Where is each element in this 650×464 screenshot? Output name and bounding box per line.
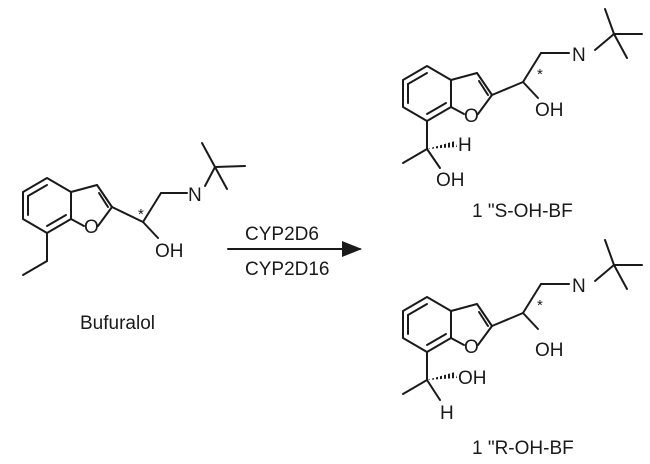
amine-nitrogen-label: N xyxy=(572,45,586,66)
stereo-wedge-h xyxy=(427,141,457,149)
furan-oxygen-label: O xyxy=(84,217,99,238)
product-r-structure: O OH N OH H * xyxy=(402,239,643,424)
bufuralol-structure: O OH N * xyxy=(22,142,246,276)
benzylic-hydroxyl-label: OH xyxy=(436,170,465,191)
stereocenter-mark: * xyxy=(537,66,543,83)
benzylic-h-label: H xyxy=(440,403,454,424)
hydroxyl-label: OH xyxy=(535,340,564,361)
reactant-name: Bufuralol xyxy=(80,313,155,334)
furan-oxygen-label: O xyxy=(464,106,479,127)
hydroxyl-label: OH xyxy=(155,241,184,262)
benzylic-h-label: H xyxy=(458,135,472,156)
stereo-wedge-oh xyxy=(427,372,457,380)
product-s-name: 1 "S-OH-BF xyxy=(472,201,573,222)
product-s-structure: O OH N H OH * xyxy=(402,8,643,191)
stereocenter-mark: * xyxy=(138,206,144,223)
hydroxyl-label: OH xyxy=(535,100,564,121)
amine-nitrogen-label: N xyxy=(572,276,586,297)
benzylic-hydroxyl-label: OH xyxy=(458,368,487,389)
enzyme-label-2: CYP2D16 xyxy=(245,259,330,280)
stereocenter-mark: * xyxy=(537,297,543,314)
product-r-name: 1 "R-OH-BF xyxy=(472,438,574,459)
enzyme-label-1: CYP2D6 xyxy=(245,224,319,245)
amine-nitrogen-label: N xyxy=(188,185,202,206)
furan-oxygen-label: O xyxy=(464,337,479,358)
